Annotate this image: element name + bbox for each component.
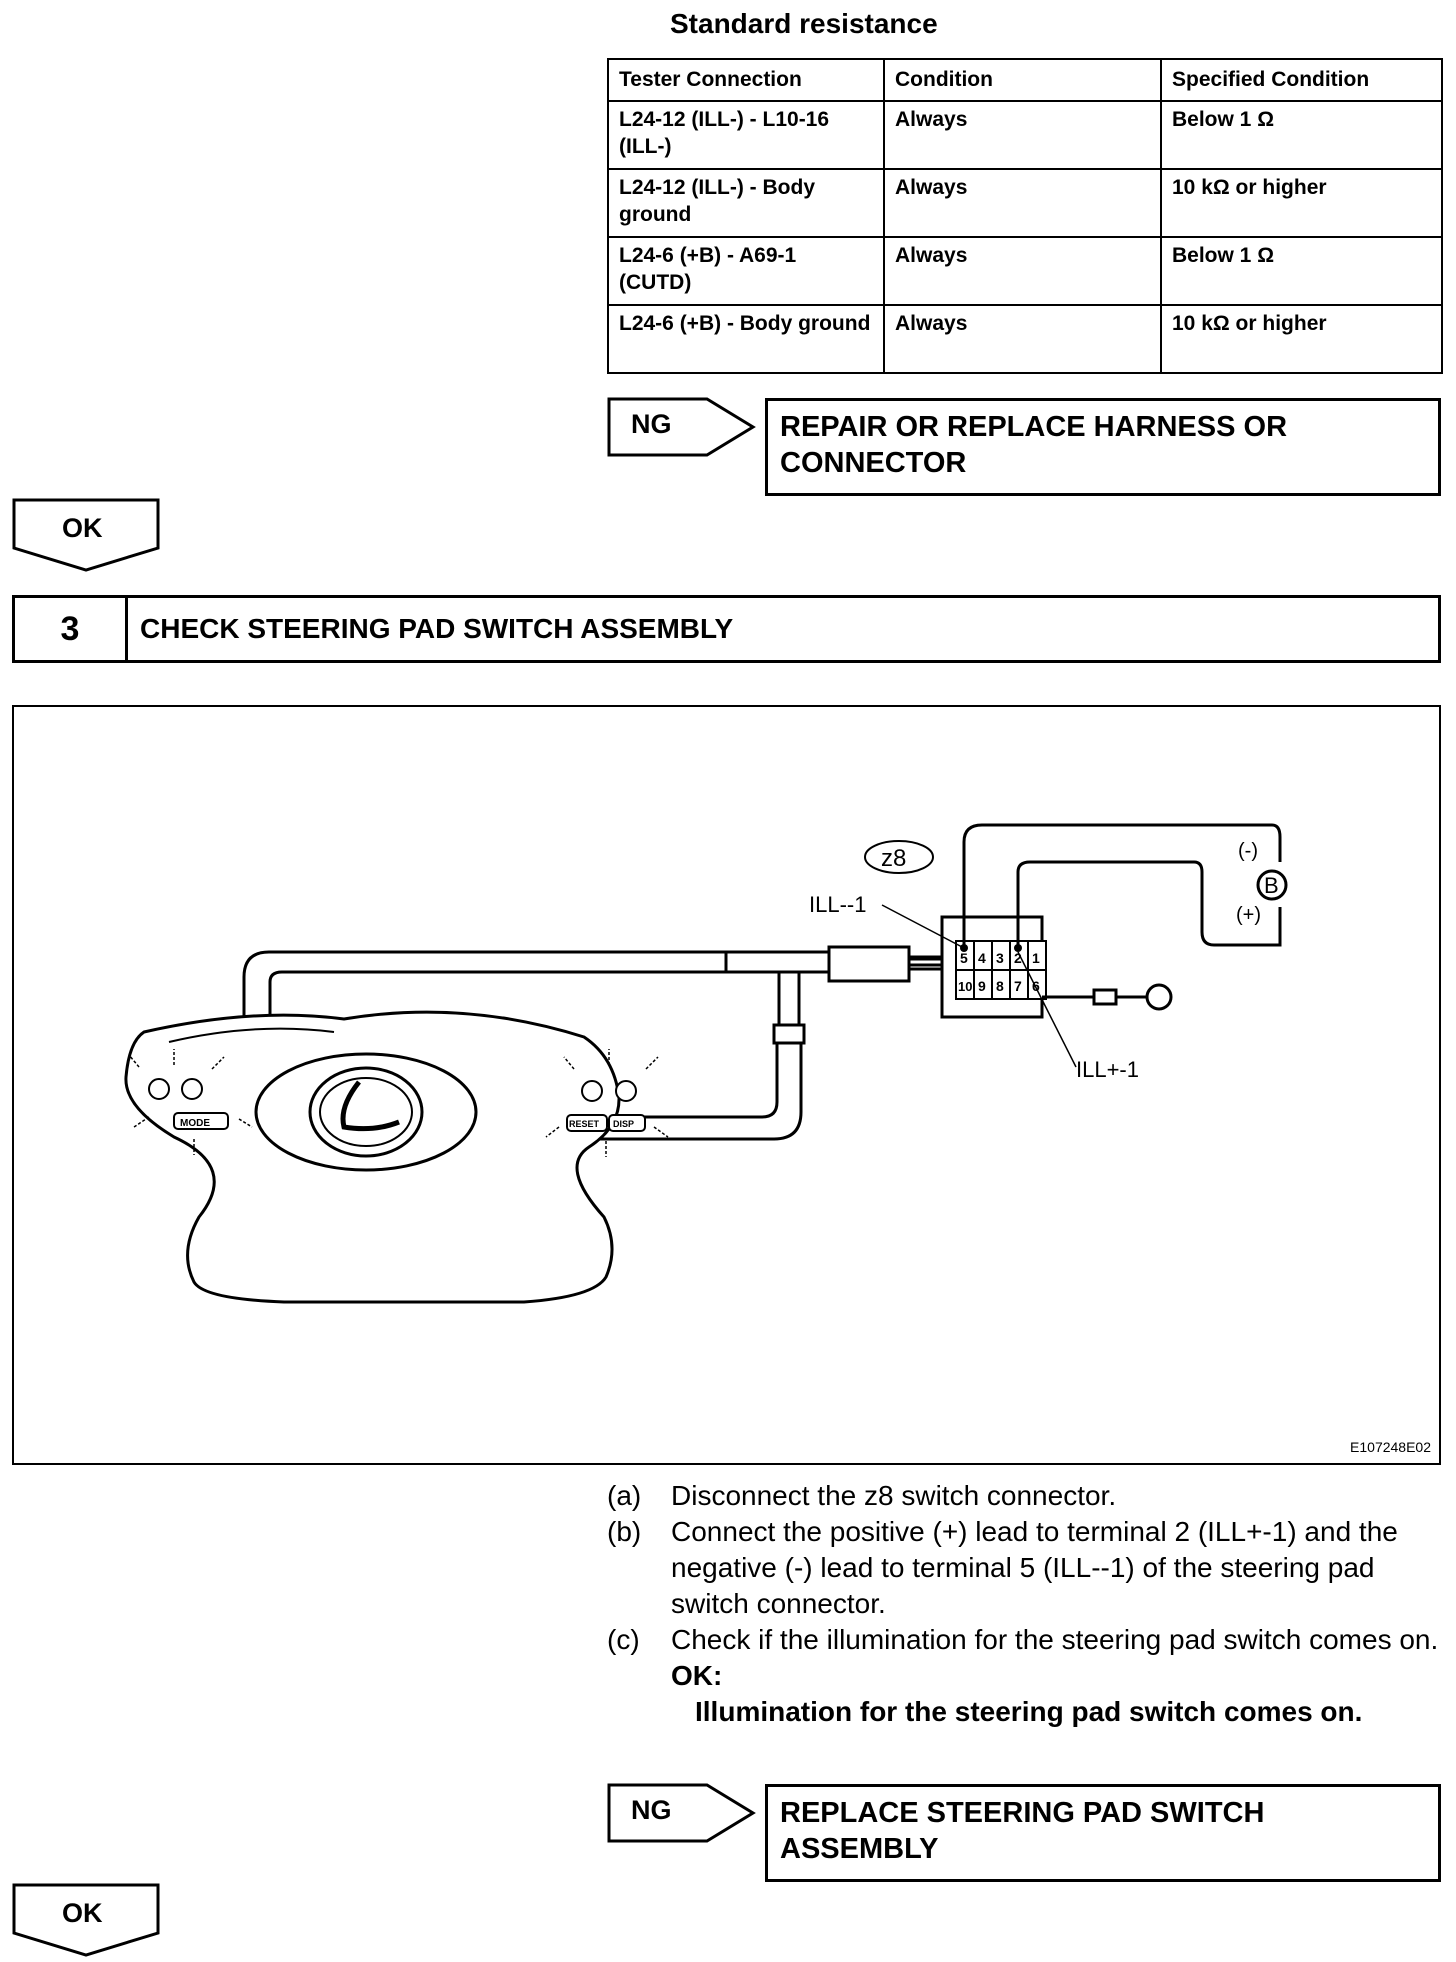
disp-button-label: DISP: [613, 1119, 634, 1129]
table-row: L24-12 (ILL-) - Body ground Always 10 kΩ…: [607, 168, 1443, 238]
ng-result-box-1: REPAIR OR REPLACE HARNESS OR CONNECTOR: [765, 398, 1441, 496]
terminal-5: 5: [960, 950, 968, 966]
ill-minus-label: ILL--1: [809, 892, 866, 917]
ill-plus-label: ILL+-1: [1076, 1057, 1139, 1082]
step-3-header: 3 CHECK STEERING PAD SWITCH ASSEMBLY: [12, 595, 1441, 663]
harness-cable: [242, 945, 944, 1141]
instruction-text: Disconnect the z8 switch connector.: [671, 1480, 1117, 1511]
cell-condition: Always: [883, 100, 1162, 170]
cell-tester: L24-12 (ILL-) - Body ground: [607, 168, 885, 238]
cell-specified: 10 kΩ or higher: [1160, 304, 1443, 374]
terminal-2: 2: [1014, 950, 1022, 966]
wiring-figure: 5 4 3 2 1 10 9 8 7 6 B (-) (+) z8: [12, 705, 1441, 1465]
cell-tester: L24-6 (+B) - Body ground: [607, 304, 885, 374]
steering-pad: MODE RESET DISP: [124, 1010, 669, 1304]
table-header-row: Tester Connection Condition Specified Co…: [607, 58, 1443, 102]
instructions: (a) Disconnect the z8 switch connector. …: [607, 1478, 1447, 1730]
terminal-7: 7: [1014, 978, 1022, 994]
ok-criteria-title: OK:: [671, 1660, 723, 1691]
ok-label-2: OK: [62, 1898, 103, 1928]
battery-label: B: [1264, 873, 1279, 898]
z8-connector: 5 4 3 2 1 10 9 8 7 6: [940, 915, 1047, 1019]
table-row: L24-12 (ILL-) - L10-16 (ILL-) Always Bel…: [607, 100, 1443, 170]
ok-criteria-text: Illumination for the steering pad switch…: [695, 1696, 1363, 1727]
terminal-8: 8: [996, 978, 1004, 994]
terminal-3: 3: [996, 950, 1004, 966]
figure-svg: 5 4 3 2 1 10 9 8 7 6 B (-) (+) z8: [124, 823, 1288, 1304]
col-header-tester: Tester Connection: [607, 58, 885, 102]
ng-result-box-2: REPLACE STEERING PAD SWITCH ASSEMBLY: [765, 1784, 1441, 1882]
instruction-c: (c) Check if the illumination for the st…: [607, 1622, 1447, 1658]
instruction-mark: (b): [607, 1516, 642, 1547]
terminal-10: 10: [958, 979, 972, 994]
table-row: L24-6 (+B) - Body ground Always 10 kΩ or…: [607, 304, 1443, 374]
ok-arrow-1: [12, 498, 160, 572]
z8-label: z8: [881, 845, 906, 872]
negative-label: (-): [1238, 840, 1258, 862]
battery-symbol: [1256, 869, 1288, 901]
step-title: CHECK STEERING PAD SWITCH ASSEMBLY: [140, 613, 734, 644]
ng-arrow-1: [607, 397, 756, 457]
terminal-4: 4: [978, 950, 986, 966]
z8-label-oval: [864, 840, 934, 874]
mode-button-label: MODE: [180, 1118, 210, 1129]
table-row: L24-6 (+B) - A69-1 (CUTD) Always Below 1…: [607, 236, 1443, 306]
cell-tester: L24-6 (+B) - A69-1 (CUTD): [607, 236, 885, 306]
step-number: 3: [15, 598, 128, 660]
reset-button-label: RESET: [569, 1119, 600, 1129]
cell-tester: L24-12 (ILL-) - L10-16 (ILL-): [607, 100, 885, 170]
terminal-6: 6: [1032, 978, 1040, 994]
figure-id: E107248E02: [1350, 1439, 1431, 1455]
cell-specified: 10 kΩ or higher: [1160, 168, 1443, 238]
cell-condition: Always: [883, 304, 1162, 374]
test-leads: [962, 823, 1282, 1011]
instruction-mark: (c): [607, 1624, 640, 1655]
resistance-table: Tester Connection Condition Specified Co…: [607, 58, 1443, 374]
instruction-mark: (a): [607, 1480, 642, 1511]
terminal-9: 9: [978, 978, 986, 994]
ok-arrow-2: [12, 1883, 160, 1957]
ng-label-2: NG: [631, 1795, 672, 1825]
cell-specified: Below 1 Ω: [1160, 100, 1443, 170]
instruction-a: (a) Disconnect the z8 switch connector.: [607, 1478, 1447, 1514]
col-header-specified: Specified Condition: [1160, 58, 1443, 102]
col-header-condition: Condition: [883, 58, 1162, 102]
instruction-text: Check if the illumination for the steeri…: [671, 1624, 1439, 1655]
cell-specified: Below 1 Ω: [1160, 236, 1443, 306]
terminal-1: 1: [1032, 950, 1040, 966]
ok-label-1: OK: [62, 513, 103, 543]
positive-label: (+): [1236, 904, 1261, 926]
ng-label-1: NG: [631, 409, 672, 439]
ng-arrow-2: [607, 1783, 756, 1843]
cell-condition: Always: [883, 168, 1162, 238]
instruction-text: Connect the positive (+) lead to termina…: [671, 1516, 1398, 1619]
standard-resistance-heading: Standard resistance: [670, 8, 938, 39]
instruction-b: (b) Connect the positive (+) lead to ter…: [607, 1514, 1447, 1622]
cell-condition: Always: [883, 236, 1162, 306]
